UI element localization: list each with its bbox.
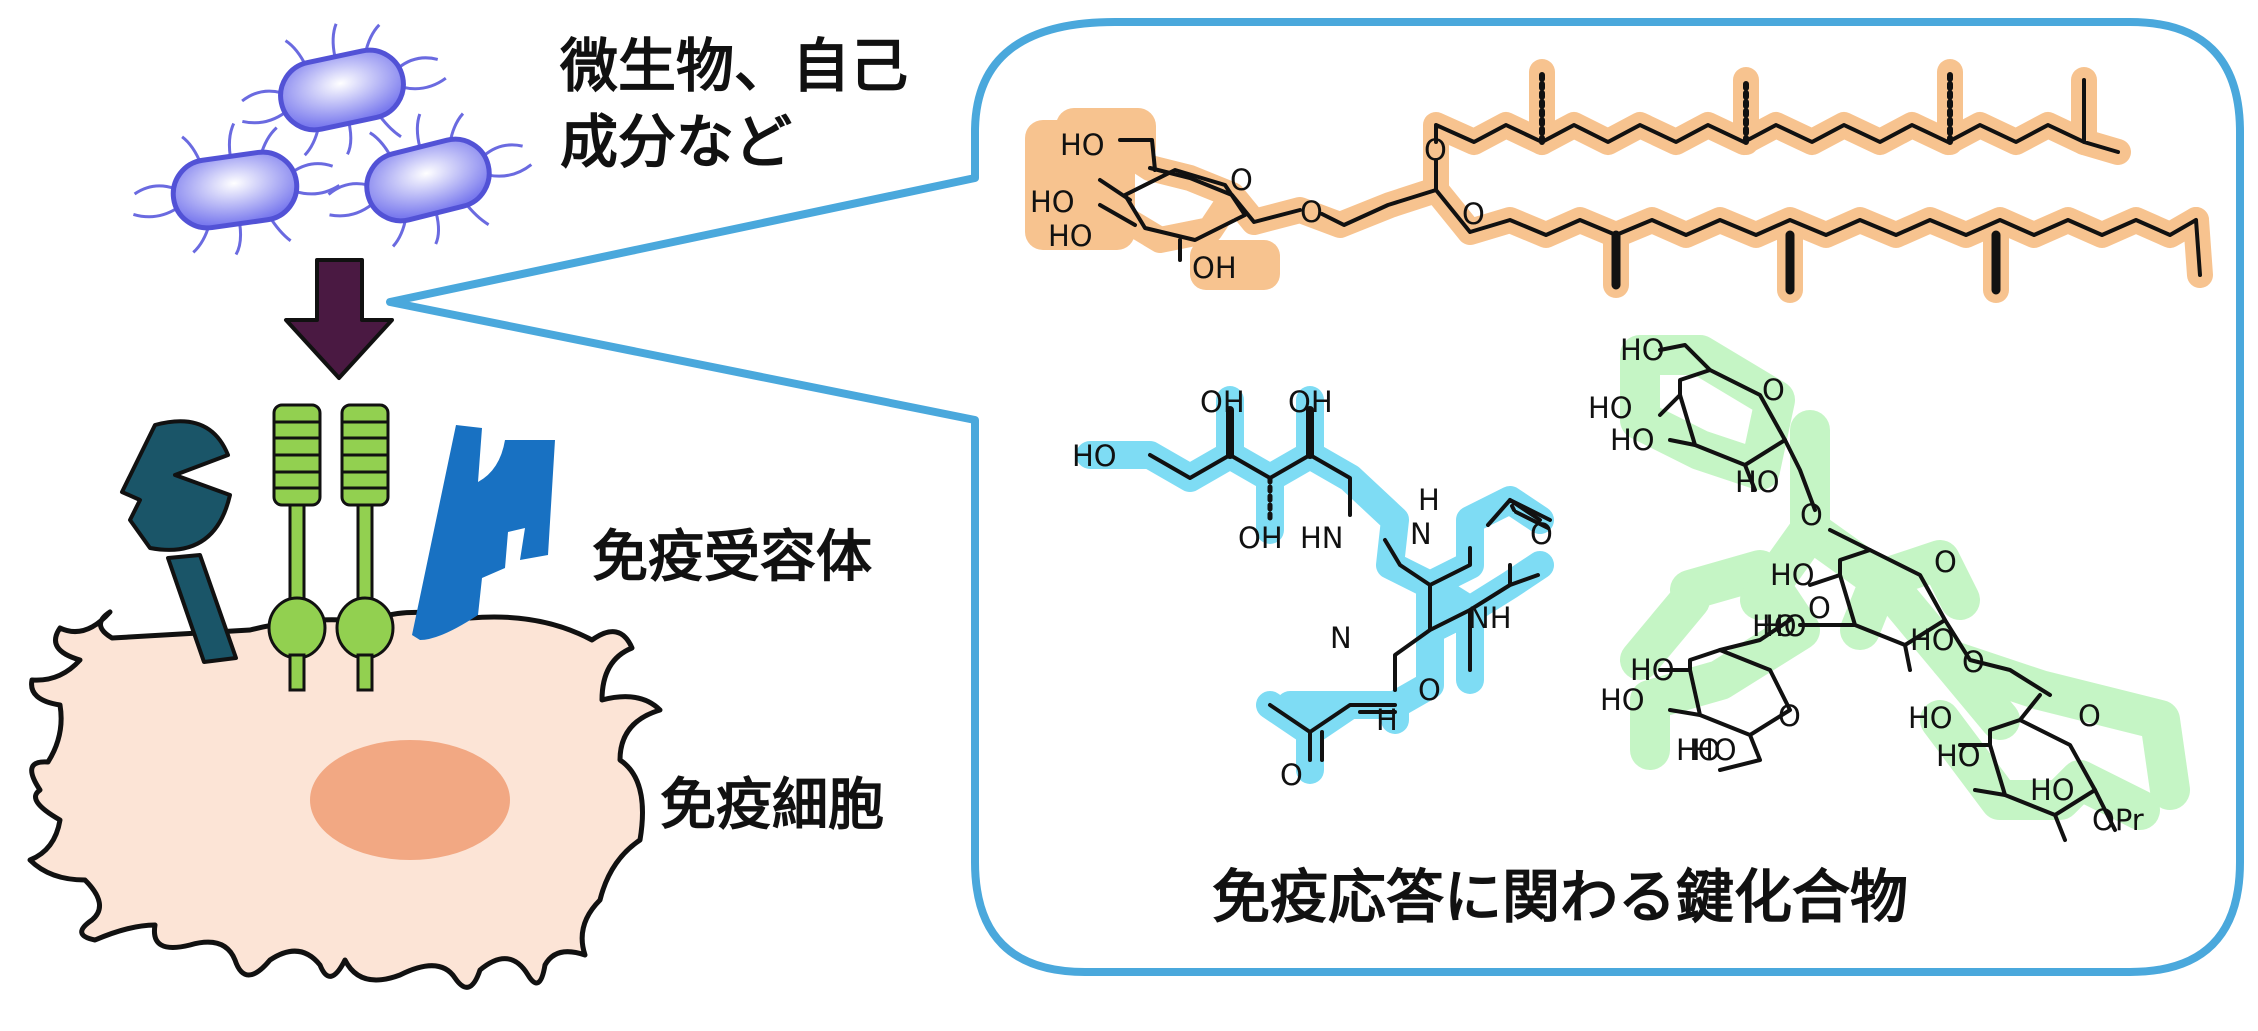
atom-label: N xyxy=(1410,517,1432,551)
receptor-green-icon xyxy=(335,403,395,692)
atom-label: O xyxy=(2078,699,2101,733)
atom-label: O xyxy=(1418,673,1441,707)
microbe-label-line1: 微生物、自己 xyxy=(560,32,909,100)
atom-label: O xyxy=(1300,195,1323,229)
atom-label: O xyxy=(1808,591,1831,625)
atom-label: HO xyxy=(1936,739,1981,773)
atom-label: OH xyxy=(1200,385,1245,419)
atom-label: HN xyxy=(1300,521,1344,555)
pyrimidine-compound: OH OH HO OH HN H N O NH N O H O xyxy=(1072,385,1554,792)
atom-label: OH xyxy=(1238,521,1283,555)
microbe-label: 微生物、自己 成分など xyxy=(560,28,908,180)
atom-label: NH xyxy=(1468,601,1512,635)
atom-label: OH xyxy=(1288,385,1333,419)
atom-label: HO xyxy=(1030,185,1075,219)
atom-label: H xyxy=(1376,703,1398,737)
lipid-compound: HO HO HO OH O O O O xyxy=(1025,59,2213,303)
atom-label: O xyxy=(1424,133,1447,167)
atom-label: O xyxy=(1762,373,1785,407)
immune-cell-label: 免疫細胞 xyxy=(660,773,884,838)
atom-label: HO xyxy=(1588,391,1633,425)
receptor-green-icon xyxy=(267,403,327,692)
down-arrow-icon xyxy=(284,258,394,380)
atom-label: OPr xyxy=(2092,803,2144,837)
atom-label: HO xyxy=(1630,653,1675,687)
immune-receptor-label: 免疫受容体 xyxy=(592,525,872,590)
atom-label: O xyxy=(1962,645,1985,679)
atom-label: HO xyxy=(1610,423,1655,457)
atom-label: N xyxy=(1330,621,1352,655)
atom-label: O xyxy=(1778,699,1801,733)
atom-label: HO xyxy=(1600,683,1645,717)
receptor-blue-icon xyxy=(412,425,555,640)
bacterium-icon xyxy=(241,23,447,157)
key-compounds-label: 免疫応答に関わる鍵化合物 xyxy=(1212,863,1909,931)
atom-label: HO xyxy=(2030,773,2075,807)
atom-label: HO xyxy=(1060,128,1105,162)
atom-label: HO xyxy=(1048,219,1093,253)
atom-label: HO xyxy=(1676,733,1721,767)
atom-label: HO xyxy=(1752,609,1797,643)
atom-label: HO xyxy=(1072,439,1117,473)
bacterium-icon xyxy=(327,112,533,248)
atom-label: O xyxy=(1230,163,1253,197)
atom-label: HO xyxy=(1910,623,1955,657)
atom-label: HO xyxy=(1692,733,1737,767)
mannose-compound: HO HO HO O HO O HO O HO HO HO HO O HO HO… xyxy=(1588,333,2190,842)
atom-label: O xyxy=(1800,498,1823,532)
atom-label: HO xyxy=(1735,465,1780,499)
atom-label: OH xyxy=(1192,251,1237,285)
atom-label: HO xyxy=(1620,333,1665,367)
atom-label: H xyxy=(1418,483,1440,517)
microbe-label-line2: 成分など xyxy=(560,108,793,176)
atom-label: HO xyxy=(1762,609,1807,643)
atom-label: O xyxy=(1280,758,1303,792)
atom-label: HO xyxy=(1770,558,1815,592)
atom-label: O xyxy=(1530,517,1553,551)
bacterium-icon xyxy=(132,122,341,256)
receptor-dark-icon xyxy=(120,419,238,664)
atom-label: O xyxy=(1934,545,1957,579)
cell-nucleus-shape xyxy=(310,740,510,860)
atom-label: O xyxy=(1462,197,1485,231)
atom-label: HO xyxy=(1908,701,1953,735)
